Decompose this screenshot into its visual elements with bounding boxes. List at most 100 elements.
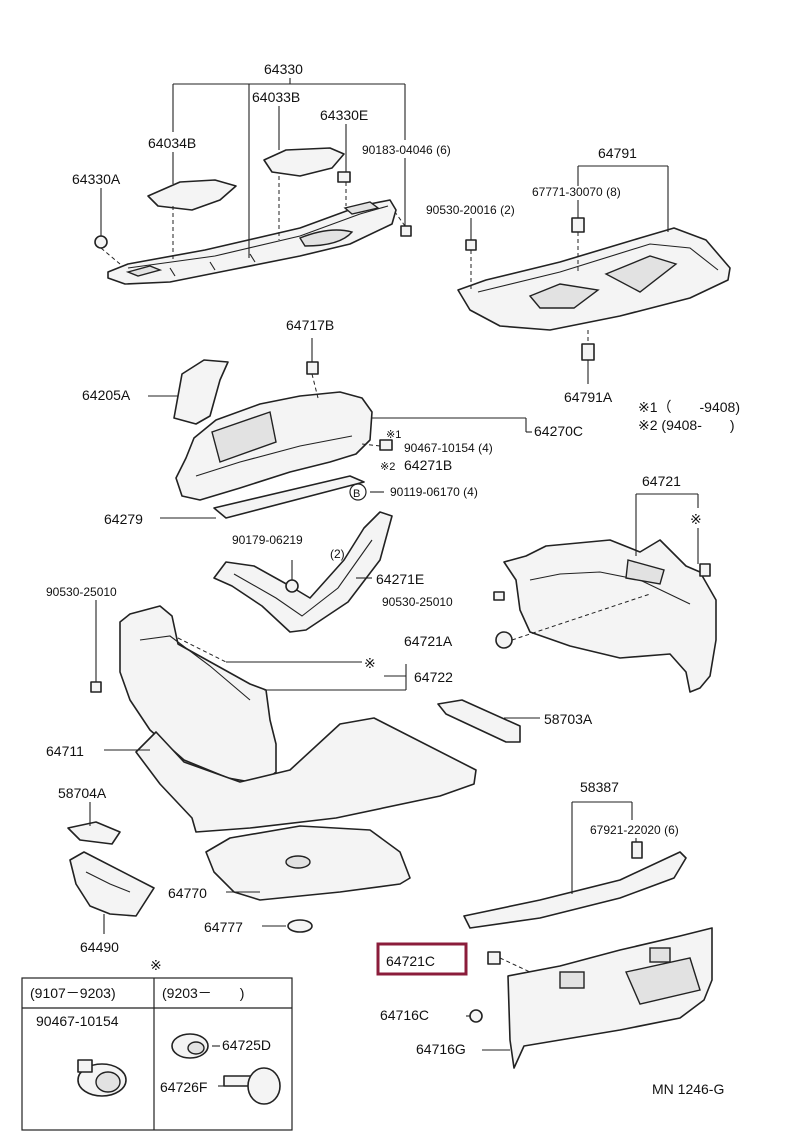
leaders-64716: [466, 957, 531, 1051]
label-64271E: 64271E: [376, 571, 424, 587]
applicability-table: [21, 977, 293, 1131]
label-64205A: 64205A: [82, 387, 131, 403]
clip-90179: [285, 579, 299, 593]
label-64270C: 64270C: [534, 423, 583, 439]
clip-64721A: [495, 631, 513, 649]
label-90530-25010-left: 90530-25010: [46, 585, 117, 599]
part-64490: [69, 851, 155, 917]
label-90530-20016: 90530-20016 (2): [426, 203, 515, 217]
label-64725D: 64725D: [222, 1037, 271, 1053]
label-64330A: 64330A: [72, 171, 121, 187]
part-58704A: [67, 821, 121, 845]
label-58704A: 58704A: [58, 785, 107, 801]
clip-64330A: [94, 235, 108, 249]
mark-ref-64722: ※: [364, 655, 376, 671]
label-64791A: 64791A: [564, 389, 613, 405]
label-64711: 64711: [46, 743, 84, 759]
highlight-64721C: [376, 942, 468, 976]
part-64726F: [223, 1067, 281, 1105]
table-col-1: (9107－9203): [30, 985, 116, 1001]
part-58387: [463, 851, 687, 929]
part-64205A: [173, 359, 229, 425]
leaders-58387: [571, 801, 637, 894]
label-90467-top: 90467-10154 (4): [404, 441, 493, 455]
label-64716G: 64716G: [416, 1041, 466, 1057]
label-64726F: 64726F: [160, 1079, 207, 1095]
clip-64330E: [337, 171, 351, 183]
label-64490: 64490: [80, 939, 119, 955]
mark-1: ※1: [386, 429, 401, 441]
note-1: ※1（ -9408): [638, 399, 740, 415]
label-64717B: 64717B: [286, 317, 334, 333]
table-col-2: (9203－ ): [162, 985, 244, 1001]
label-64330E: 64330E: [320, 107, 368, 123]
leaders-64722: [95, 600, 407, 691]
label-90179: 90179-06219: [232, 533, 303, 547]
table-part-90467: 90467-10154: [36, 1013, 119, 1029]
label-64721A: 64721A: [404, 633, 453, 649]
clip-67921: [631, 841, 643, 859]
clip-64791A: [581, 343, 595, 361]
mark-b-circle: B: [349, 483, 367, 501]
part-64271E: [213, 511, 393, 633]
label-90179-qty: (2): [330, 547, 345, 561]
label-64721C: 64721C: [386, 953, 435, 969]
leaders-table: [212, 1045, 224, 1087]
leaders-64791: [470, 165, 669, 384]
label-67921: 67921-22020 (6): [590, 823, 679, 837]
label-64770: 64770: [168, 885, 207, 901]
label-90119: 90119-06170 (4): [390, 485, 478, 499]
label-90183: 90183-04046 (6): [362, 143, 451, 157]
mark-ref-table: ※: [150, 957, 162, 973]
label-58387: 58387: [580, 779, 619, 795]
clip-64716C: [469, 1009, 483, 1023]
diagram-id: MN 1246-G: [652, 1081, 724, 1097]
label-64791: 64791: [598, 145, 637, 161]
part-64791: [457, 227, 731, 331]
part-64716G: [507, 927, 713, 1069]
mark-ref-64721: ※: [690, 511, 702, 527]
label-64777: 64777: [204, 919, 243, 935]
part-64722: [119, 605, 277, 785]
leaders-64721: [511, 493, 699, 641]
part-58703A: [437, 699, 521, 743]
note-2: ※2 (9408- ): [638, 417, 735, 433]
clip-64721-right: [699, 563, 711, 577]
label-64721: 64721: [642, 473, 681, 489]
part-90467-10154-table: [77, 1059, 127, 1097]
clip-90530-25010-left: [90, 681, 102, 693]
label-90530-25010-right: 90530-25010: [382, 595, 453, 609]
leaders-64271E: [291, 560, 372, 580]
part-64034B: [147, 179, 237, 211]
part-64725D: [171, 1033, 209, 1059]
label-64034B: 64034B: [148, 135, 196, 151]
leaders-64270C: [148, 338, 532, 519]
clip-90467-top: [379, 439, 393, 451]
clip-90530-20016: [465, 239, 477, 251]
clip-67771: [571, 217, 585, 233]
mark-2: ※2: [380, 461, 395, 473]
clip-64721C: [487, 951, 501, 965]
clip-90183: [400, 225, 412, 237]
part-64270C: [175, 391, 373, 501]
label-64279: 64279: [104, 511, 143, 527]
part-64490-detail: [85, 871, 131, 893]
label-64716C: 64716C: [380, 1007, 429, 1023]
part-64279: [213, 475, 365, 519]
label-64033B: 64033B: [252, 89, 300, 105]
part-64777: [287, 919, 313, 933]
part-64711: [135, 717, 477, 833]
part-64770-hole: [285, 855, 311, 869]
mark-b: B: [353, 488, 360, 500]
label-64722: 64722: [414, 669, 453, 685]
clip-64717B: [306, 361, 319, 375]
leaders-64330: [100, 78, 406, 265]
clip-90530-25010-right: [493, 591, 505, 601]
label-67771: 67771-30070 (8): [532, 185, 621, 199]
package-tray-assembly: [107, 199, 397, 285]
label-58703A: 58703A: [544, 711, 593, 727]
part-64033B: [263, 147, 345, 177]
part-64721: [503, 539, 717, 693]
label-64271B: 64271B: [404, 457, 452, 473]
